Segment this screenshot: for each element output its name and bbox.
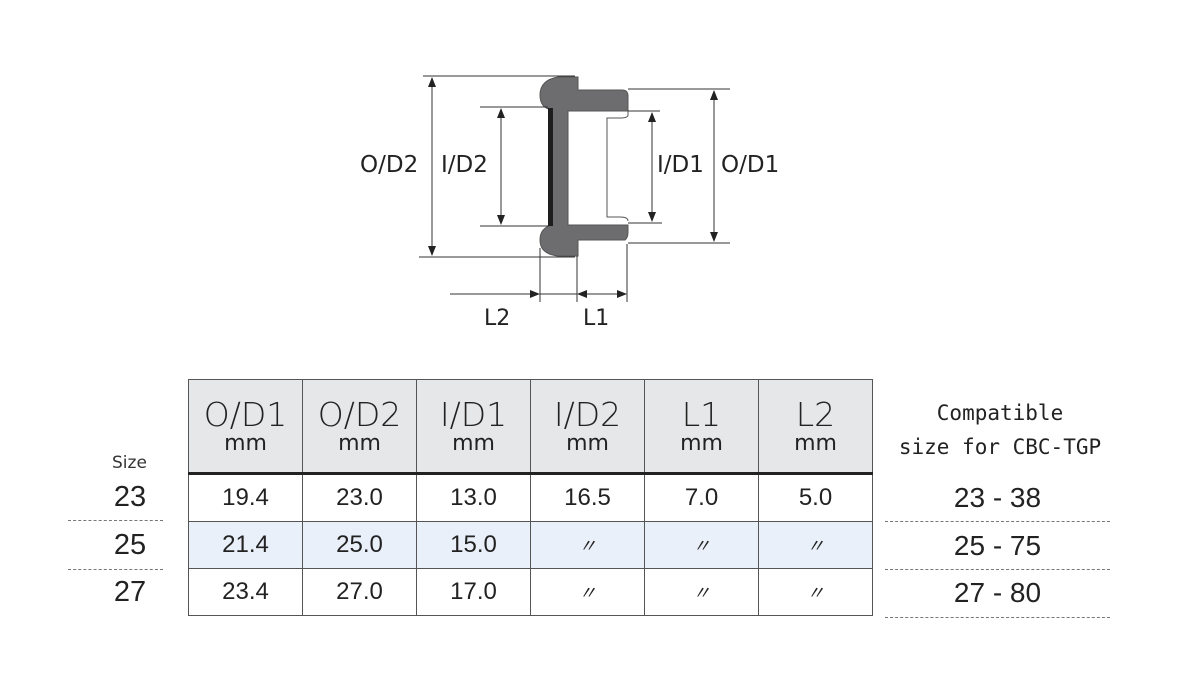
label-l2: L2 [484, 306, 510, 331]
compat-25: 25 - 75 [953, 530, 1042, 561]
compat-header-line2: size for CBC-TGP [898, 435, 1102, 459]
table-row: 21.4 25.0 15.0 〃 〃 〃 [188, 521, 873, 569]
cell: 23.0 [302, 473, 417, 522]
cell: 23.4 [188, 568, 303, 616]
divider [68, 520, 163, 521]
fitting-cross-section-diagram: O/D2 I/D2 I/D1 O/D1 L2 L1 [360, 75, 779, 331]
ditto-cell: 〃 [758, 568, 873, 616]
fitting-body [539, 76, 629, 257]
divider [885, 569, 1110, 570]
size-27: 27 [113, 576, 147, 608]
divider [885, 617, 1110, 618]
ditto-cell: 〃 [644, 521, 759, 569]
inner-step-outline [606, 111, 629, 222]
divider [68, 569, 163, 570]
cell: 13.0 [416, 473, 531, 522]
cell: 7.0 [644, 473, 759, 522]
compat-23: 23 - 38 [953, 482, 1042, 513]
cell: 19.4 [188, 473, 303, 522]
table-row: 19.4 23.0 13.0 16.5 7.0 5.0 [188, 473, 873, 522]
size-25: 25 [113, 529, 147, 561]
ditto-cell: 〃 [758, 521, 873, 569]
cell: 27.0 [302, 568, 417, 616]
cell: 15.0 [416, 521, 531, 569]
cell: 25.0 [302, 521, 417, 569]
compat-header: Compatible size for CBC-TGP [880, 396, 1120, 464]
ditto-cell: 〃 [530, 568, 645, 616]
label-od2: O/D2 [360, 152, 418, 178]
cell: 16.5 [530, 473, 645, 522]
compat-header-line1: Compatible [936, 401, 1064, 425]
cell: 17.0 [416, 568, 531, 616]
divider [885, 521, 1110, 522]
label-od1: O/D1 [721, 152, 779, 178]
size-23: 23 [113, 481, 147, 513]
label-id2: I/D2 [441, 152, 488, 178]
cell: 21.4 [188, 521, 303, 569]
size-label: Size [112, 453, 147, 473]
compat-27: 27 - 80 [953, 577, 1042, 608]
label-id1: I/D1 [657, 152, 704, 178]
gasket-line [548, 108, 553, 226]
table-row: 23.4 27.0 17.0 〃 〃 〃 [188, 568, 873, 616]
ditto-cell: 〃 [644, 568, 759, 616]
ditto-cell: 〃 [530, 521, 645, 569]
cell: 5.0 [758, 473, 873, 522]
label-l1: L1 [583, 306, 609, 331]
